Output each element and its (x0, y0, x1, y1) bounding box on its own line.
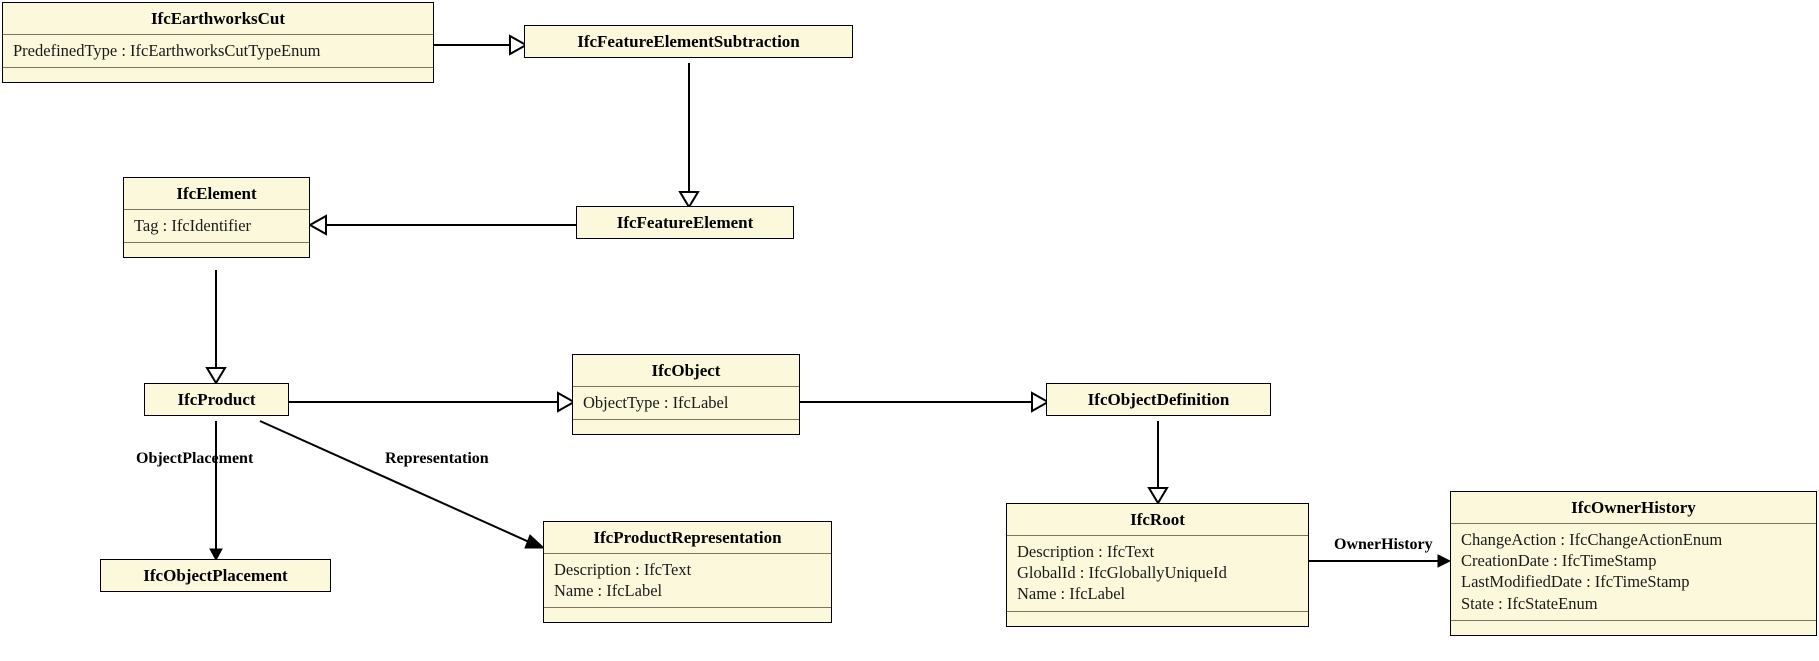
connector-object-to-objectdefinition (800, 391, 1051, 413)
class-name-ifc-owner-history: IfcOwnerHistory (1571, 498, 1696, 517)
class-box-ifc-product[interactable]: IfcProduct (144, 383, 289, 417)
class-attributes-ifc-earthworks-cut: PredefinedType : IfcEarthworksCutTypeEnu… (3, 34, 433, 67)
class-attributes-ifc-object: ObjectType : IfcLabel (573, 386, 799, 419)
class-attributes-ifc-product-representation: Description : IfcText Name : IfcLabel (544, 553, 831, 607)
class-box-ifc-product-representation[interactable]: IfcProductRepresentation Description : I… (543, 521, 832, 624)
connector-earthworkscut-to-featureelementsubtraction (434, 34, 529, 56)
edge-label-representation: Representation (385, 450, 489, 467)
class-attribute: ChangeAction : IfcChangeActionEnum (1461, 530, 1723, 550)
class-attribute: ObjectType : IfcLabel (583, 393, 729, 413)
class-operations-ifc-object (573, 419, 799, 434)
class-operations-ifc-root (1007, 610, 1308, 626)
connector-product-to-objectplacement (209, 421, 223, 562)
class-name-ifc-feature-element-subtraction: IfcFeatureElementSubtraction (577, 32, 800, 51)
class-operations-ifc-product-representation (544, 607, 831, 622)
class-name-ifc-object-definition: IfcObjectDefinition (1087, 390, 1230, 409)
class-attribute: CreationDate : IfcTimeStamp (1461, 551, 1657, 571)
class-operations-ifc-owner-history (1451, 619, 1816, 635)
connector-featureelement-to-element (307, 214, 576, 236)
class-name-ifc-earthworks-cut: IfcEarthworksCut (150, 9, 286, 28)
class-attribute: Tag : IfcIdentifier (134, 216, 252, 236)
edge-label-owner-history: OwnerHistory (1334, 536, 1433, 553)
class-attributes-ifc-element: Tag : IfcIdentifier (124, 209, 309, 242)
class-box-ifc-root[interactable]: IfcRoot Description : IfcText GlobalId :… (1006, 503, 1309, 627)
class-attribute: Description : IfcText (554, 560, 692, 580)
class-box-ifc-feature-element-subtraction[interactable]: IfcFeatureElementSubtraction (524, 25, 853, 59)
class-attributes-ifc-root: Description : IfcText GlobalId : IfcGlob… (1007, 535, 1308, 610)
class-name-ifc-feature-element: IfcFeatureElement (616, 213, 754, 232)
class-operations-ifc-element (124, 242, 309, 257)
class-name-ifc-product: IfcProduct (177, 390, 256, 409)
class-attribute: Description : IfcText (1017, 542, 1155, 562)
edge-label-object-placement: ObjectPlacement (136, 450, 254, 467)
class-box-ifc-object[interactable]: IfcObject ObjectType : IfcLabel (572, 354, 800, 436)
class-name-ifc-object-placement: IfcObjectPlacement (143, 566, 288, 585)
connector-objectdefinition-to-root (1147, 421, 1169, 505)
class-box-ifc-object-definition[interactable]: IfcObjectDefinition (1046, 383, 1271, 417)
class-name-ifc-product-representation: IfcProductRepresentation (593, 528, 782, 547)
class-attribute: GlobalId : IfcGloballyUniqueId (1017, 563, 1227, 583)
class-name-ifc-root: IfcRoot (1130, 510, 1185, 529)
class-name-ifc-element: IfcElement (176, 184, 257, 203)
class-operations-ifc-earthworks-cut (3, 67, 433, 82)
class-box-ifc-owner-history[interactable]: IfcOwnerHistory ChangeAction : IfcChange… (1450, 491, 1817, 636)
class-box-ifc-element[interactable]: IfcElement Tag : IfcIdentifier (123, 177, 310, 259)
class-name-ifc-object: IfcObject (651, 361, 721, 380)
class-attribute: Name : IfcLabel (554, 581, 663, 601)
connector-root-to-ownerhistory (1309, 554, 1452, 568)
class-attribute: Name : IfcLabel (1017, 584, 1126, 604)
class-attributes-ifc-owner-history: ChangeAction : IfcChangeActionEnum Creat… (1451, 523, 1816, 619)
connector-element-to-product (205, 270, 227, 385)
class-box-ifc-feature-element[interactable]: IfcFeatureElement (576, 206, 794, 240)
class-attribute: LastModifiedDate : IfcTimeStamp (1461, 572, 1690, 592)
connector-product-to-object (289, 391, 577, 413)
connector-product-to-productrepresentation (259, 420, 546, 549)
connector-featureelementsubtraction-to-featureelement (678, 63, 700, 209)
class-box-ifc-earthworks-cut[interactable]: IfcEarthworksCut PredefinedType : IfcEar… (2, 2, 434, 84)
class-attribute: State : IfcStateEnum (1461, 593, 1598, 613)
class-attribute: PredefinedType : IfcEarthworksCutTypeEnu… (13, 41, 321, 61)
class-box-ifc-object-placement[interactable]: IfcObjectPlacement (100, 559, 331, 593)
